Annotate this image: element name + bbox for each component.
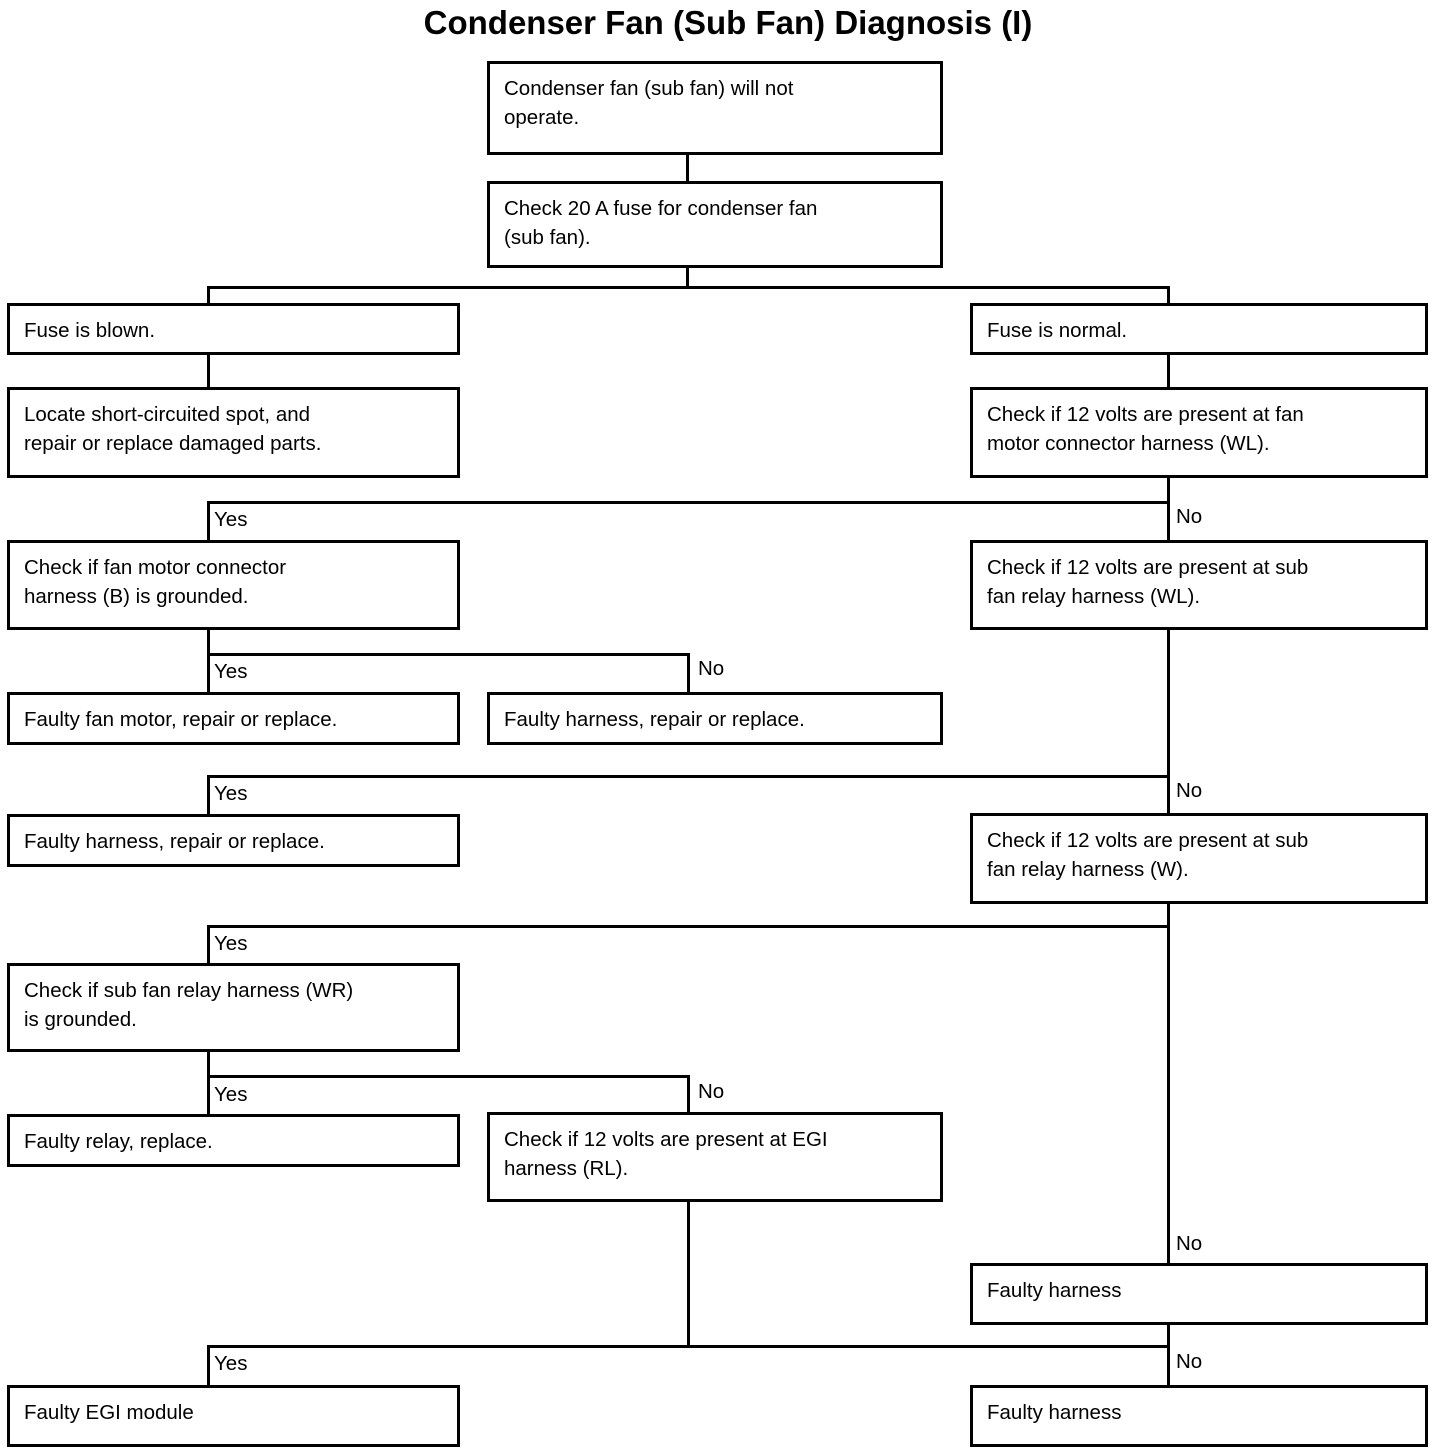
connector-n12-n16: [1167, 1240, 1170, 1268]
connector-n12-down: [1167, 904, 1170, 1324]
connector-n13-n15: [687, 1075, 690, 1114]
connector-n6-branch: [1167, 478, 1170, 504]
connector-split-n3: [207, 286, 210, 305]
node-locate-short-circuited-spot: Locate short-circuited spot, and repair …: [7, 387, 460, 478]
connector-n4-n6: [1167, 355, 1170, 387]
node-fuse-is-blown: Fuse is blown.: [7, 303, 460, 355]
branch-bar-n6: [207, 501, 1170, 504]
connector-n12-n13: [207, 925, 210, 964]
connector-split-n4: [1167, 286, 1170, 305]
edge-label-yes-n7-n9: Yes: [214, 660, 248, 683]
connector-n8-n12: [1167, 775, 1170, 814]
branch-bar-n8: [207, 775, 1170, 778]
edge-label-yes-n13-n14: Yes: [214, 1083, 248, 1106]
edge-label-yes-n6-n7: Yes: [214, 508, 248, 531]
node-faulty-harness-1: Faulty harness: [970, 1263, 1428, 1325]
connector-n7-n10: [687, 653, 690, 692]
connector-n15-down: [687, 1202, 690, 1346]
node-check-12v-sub-fan-relay-w: Check if 12 volts are present at sub fan…: [970, 813, 1428, 904]
connector-bottom-n17: [207, 1345, 210, 1385]
branch-bar-n13: [207, 1075, 690, 1078]
connector-n6-n7: [207, 501, 210, 540]
page-title: Condenser Fan (Sub Fan) Diagnosis (I): [423, 4, 1033, 41]
node-faulty-egi-module: Faulty EGI module: [7, 1385, 460, 1447]
edge-label-no-n13-n15: No: [698, 1080, 725, 1103]
connector-n16-down: [1167, 1325, 1170, 1347]
node-faulty-harness-repair-or-replace-1: Faulty harness, repair or replace.: [487, 692, 943, 745]
node-faulty-harness-repair-or-replace-2: Faulty harness, repair or replace.: [7, 814, 460, 867]
connector-n13-branch: [207, 1052, 210, 1078]
connector-n1-n2: [686, 155, 689, 181]
node-check-20a-fuse: Check 20 A fuse for condenser fan (sub f…: [487, 181, 943, 268]
edge-label-yes-n15-n17: Yes: [214, 1352, 248, 1375]
edge-label-no-n6-n8: No: [1176, 505, 1203, 528]
connector-bottom-n18: [1167, 1345, 1170, 1385]
node-faulty-relay-replace: Faulty relay, replace.: [7, 1114, 460, 1167]
connector-n3-n5: [207, 355, 210, 387]
edge-label-no-n8-n12: No: [1176, 779, 1203, 802]
connector-n7-n9: [207, 653, 210, 692]
connector-n7-branch: [207, 630, 210, 656]
branch-bar-n7: [207, 653, 690, 656]
connector-n8-n11: [207, 775, 210, 814]
edge-label-no-n7-n10: No: [698, 657, 725, 680]
node-condenser-fan-will-not-operate: Condenser fan (sub fan) will not operate…: [487, 61, 943, 155]
node-check-12v-sub-fan-relay-wl: Check if 12 volts are present at sub fan…: [970, 540, 1428, 630]
edge-label-yes-n8-n11: Yes: [214, 782, 248, 805]
connector-n8-branch: [1167, 630, 1170, 776]
node-check-12v-fan-motor-connector-wl: Check if 12 volts are present at fan mot…: [970, 387, 1428, 478]
branch-bar-bottom: [207, 1345, 1170, 1348]
connector-n6-n8: [1167, 501, 1170, 540]
connector-n13-n14: [207, 1075, 210, 1114]
edge-label-no-n12-n16: No: [1176, 1232, 1203, 1255]
connector-n2-split: [686, 268, 689, 288]
split-bar-fuse: [207, 286, 1170, 289]
node-check-fan-motor-connector-b-grounded: Check if fan motor connector harness (B)…: [7, 540, 460, 630]
node-check-sub-fan-relay-wr-grounded: Check if sub fan relay harness (WR) is g…: [7, 963, 460, 1052]
node-faulty-fan-motor-repair-or-replace: Faulty fan motor, repair or replace.: [7, 692, 460, 745]
node-check-12v-egi-harness-rl: Check if 12 volts are present at EGI har…: [487, 1112, 943, 1202]
node-fuse-is-normal: Fuse is normal.: [970, 303, 1428, 355]
edge-label-no-n15-n18: No: [1176, 1350, 1203, 1373]
branch-bar-n12-yes: [207, 925, 1170, 928]
node-faulty-harness-2: Faulty harness: [970, 1385, 1428, 1447]
edge-label-yes-n12-n13: Yes: [214, 932, 248, 955]
